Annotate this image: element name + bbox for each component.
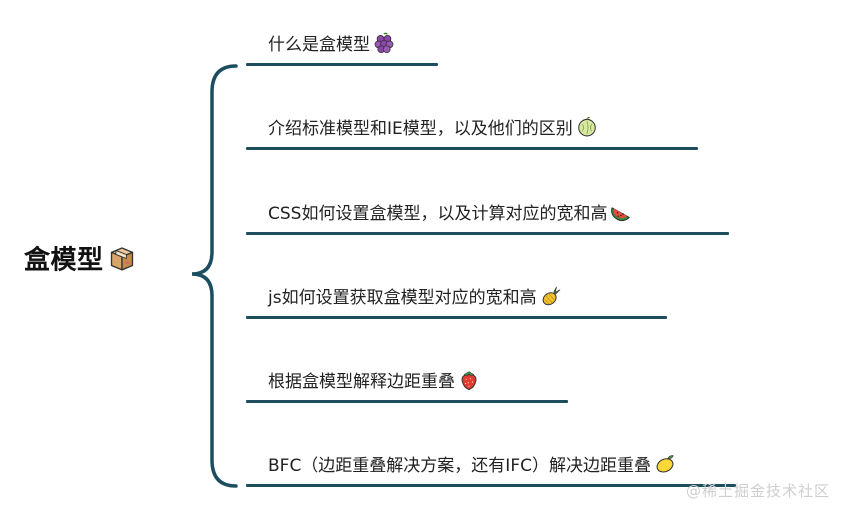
branch-underline-6 xyxy=(246,484,736,487)
branch-label: 什么是盒模型 xyxy=(268,35,370,55)
branch-underline-2 xyxy=(246,147,698,150)
branch-underline-5 xyxy=(246,400,568,403)
branch-label: BFC（边距重叠解决方案，还有IFC）解决边距重叠 xyxy=(268,456,651,476)
branch-item-5[interactable]: 根据盒模型解释边距重叠 xyxy=(268,367,480,392)
watermark: @稀土掘金技术社区 xyxy=(685,482,830,500)
branch-item-1[interactable]: 什么是盒模型 xyxy=(268,30,395,55)
root-label: 盒模型 xyxy=(24,245,104,276)
watermelon-icon xyxy=(611,206,631,221)
branch-item-4[interactable]: js如何设置获取盒模型对应的宽和高 xyxy=(268,283,562,308)
branch-label: 介绍标准模型和IE模型，以及他们的区别 xyxy=(268,119,573,139)
root-node[interactable]: 盒模型 xyxy=(24,240,136,277)
branch-item-6[interactable]: BFC（边距重叠解决方案，还有IFC）解决边距重叠 xyxy=(268,451,676,476)
lemon-icon xyxy=(656,454,674,472)
branch-item-3[interactable]: CSS如何设置盒模型，以及计算对应的宽和高 xyxy=(268,199,632,224)
branch-label: CSS如何设置盒模型，以及计算对应的宽和高 xyxy=(268,204,608,224)
package-icon xyxy=(110,246,133,271)
branch-underline-1 xyxy=(246,63,438,66)
branch-underline-4 xyxy=(246,316,667,319)
branch-label: js如何设置获取盒模型对应的宽和高 xyxy=(268,288,537,308)
branch-label: 根据盒模型解释边距重叠 xyxy=(268,372,455,392)
branch-item-2[interactable]: 介绍标准模型和IE模型，以及他们的区别 xyxy=(268,114,598,139)
pineapple-icon xyxy=(542,286,560,305)
strawberry-icon xyxy=(461,370,477,390)
melon-icon xyxy=(578,116,596,136)
branch-underline-3 xyxy=(246,232,729,235)
grapes-icon xyxy=(374,32,394,53)
